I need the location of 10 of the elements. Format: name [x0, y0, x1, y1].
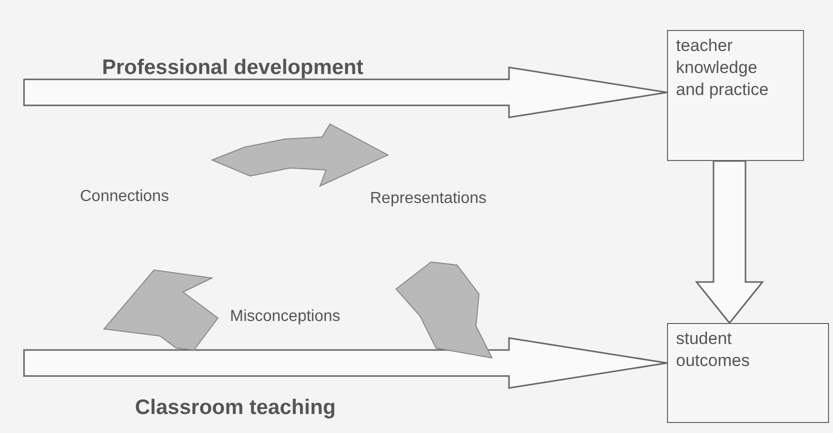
text-box: student outcomes: [667, 323, 829, 423]
block-arrow: [23, 66, 668, 118]
heading-label: Professional development: [102, 56, 364, 80]
block-arrow: [694, 160, 764, 324]
heading-label: Classroom teaching: [135, 396, 336, 420]
text-label: Representations: [370, 190, 487, 208]
text-label: Misconceptions: [230, 308, 340, 326]
block-arrow: [23, 337, 668, 389]
text-box: teacher knowledge and practice: [667, 30, 804, 161]
text-label: Connections: [80, 188, 169, 206]
